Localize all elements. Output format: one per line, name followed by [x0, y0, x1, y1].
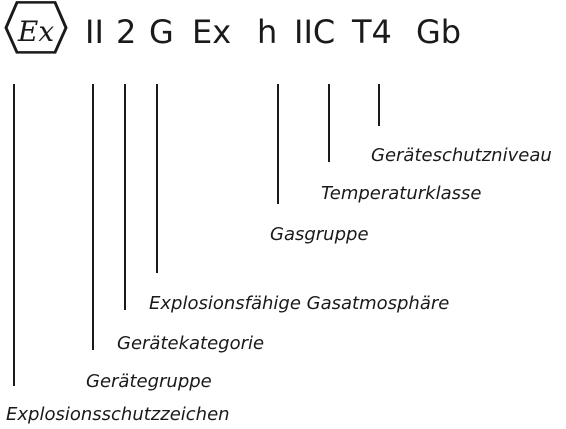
connector-gas-group: [277, 84, 279, 204]
connector-equipment-category: [124, 84, 126, 310]
label-explosion-mark: Explosionsschutzzeichen: [6, 404, 230, 425]
connector-explosion-mark: [13, 84, 15, 386]
marking-atmosphere: G: [149, 13, 174, 51]
marking-gas-group: IIC: [294, 13, 336, 51]
marking-temperature-class: T4: [352, 13, 392, 51]
marking-ex-prefix: Ex: [192, 13, 232, 51]
marking-protection-type: h: [257, 13, 278, 51]
ex-symbol-text: Ex: [17, 15, 54, 48]
marking-equipment-group: II: [85, 13, 104, 51]
label-equipment-group: Gerätegruppe: [86, 371, 212, 392]
label-atmosphere: Explosionsfähige Gasatmosphäre: [149, 293, 450, 314]
label-temperature-class: Temperaturklasse: [321, 183, 482, 204]
label-protection-level: Geräteschutzniveau: [371, 145, 552, 166]
label-gas-group: Gasgruppe: [270, 224, 369, 245]
marking-category: 2: [116, 13, 137, 51]
marking-protection-level: Gb: [416, 13, 462, 51]
connector-equipment-group: [92, 84, 94, 350]
ex-explosion-protection-icon: Ex: [4, 1, 68, 54]
connector-temperature-class: [328, 84, 330, 162]
connector-protection-level: [378, 84, 380, 126]
connector-atmosphere: [156, 84, 158, 273]
label-equipment-category: Gerätekategorie: [117, 333, 265, 354]
